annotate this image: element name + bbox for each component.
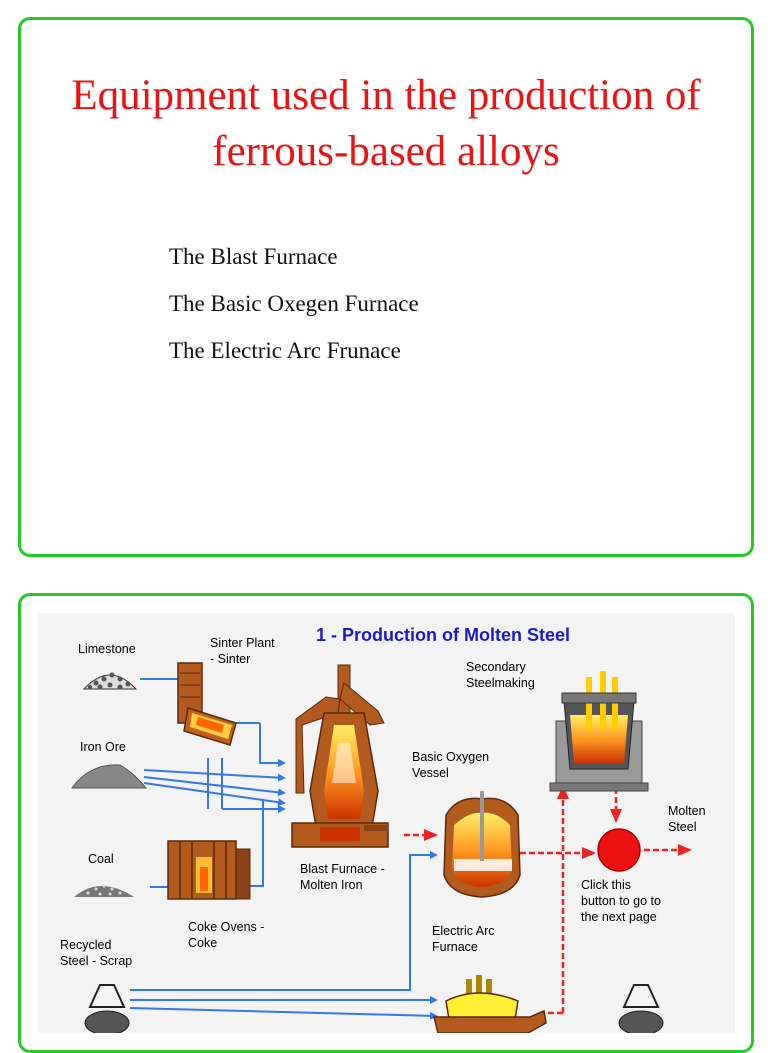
next-page-button[interactable] (597, 828, 641, 872)
label-molten-steel: Molten Steel (668, 803, 706, 835)
label-blast-line-1: Blast Furnace - (300, 862, 385, 876)
label-coke-ovens: Coke Ovens - Coke (188, 919, 264, 951)
label-sinter-line-1: Sinter Plant (210, 636, 275, 650)
label-secondary-line-2: Steelmaking (466, 676, 535, 690)
label-scrap-line-1: Recycled (60, 938, 112, 952)
label-secondary-line-1: Secondary (466, 660, 526, 674)
label-next-page-hint: Click this button to go to the next page (581, 877, 661, 925)
label-recycled-scrap: Recycled Steel - Scrap (60, 937, 132, 969)
scrap-magnet-icon-right (618, 984, 664, 1033)
steel-production-diagram: 1 - Production of Molten Steel Limestone… (38, 613, 735, 1033)
label-blast-line-2: Molten Iron (300, 878, 363, 892)
label-molten-line-1: Molten (668, 804, 706, 818)
coal-pile-icon (74, 884, 134, 897)
slide-title: Equipment used in the production of ferr… (21, 68, 751, 180)
label-bov-line-1: Basic Oxygen (412, 750, 490, 764)
list-item-electric-arc-furnace: The Electric Arc Frunace (169, 338, 401, 363)
list-item-blast-furnace: The Blast Furnace (169, 244, 338, 269)
label-molten-line-2: Steel (668, 820, 697, 834)
slide-title-line-2: ferrous-based alloys (212, 128, 560, 175)
diagram-graphics (71, 662, 692, 1033)
blast-furnace-icon (291, 664, 389, 848)
label-coke-line-2: Coke (188, 936, 218, 950)
label-limestone: Limestone (78, 642, 136, 656)
material-flow-lines (129, 678, 438, 1020)
coke-ovens-icon (167, 840, 251, 900)
list-item-basic-oxygen-furnace: The Basic Oxegen Furnace (169, 291, 419, 316)
label-sinter-line-2: - Sinter (210, 652, 251, 666)
electric-arc-furnace-icon (433, 975, 547, 1033)
basic-oxygen-vessel-icon (443, 791, 521, 898)
label-coal: Coal (88, 852, 114, 866)
label-sinter-plant: Sinter Plant - Sinter (210, 635, 275, 667)
slide-2: 1 - Production of Molten Steel Limestone… (18, 593, 754, 1053)
label-basic-oxygen-vessel: Basic Oxygen Vessel (412, 749, 489, 781)
slide-title-line-1: Equipment used in the production of (71, 72, 701, 119)
label-click-line-1: Click this (581, 878, 632, 892)
slide-1: Equipment used in the production of ferr… (18, 17, 754, 557)
molten-flow-lines (404, 770, 692, 1015)
label-eaf-line-2: Furnace (432, 940, 478, 954)
sinter-plant-icon (177, 662, 237, 746)
label-click-line-3: the next page (581, 910, 657, 924)
label-eaf-line-1: Electric Arc (432, 924, 495, 938)
label-coke-line-1: Coke Ovens - (188, 920, 265, 934)
limestone-pile-icon (82, 672, 138, 690)
label-electric-arc-furnace: Electric Arc Furnace (432, 923, 495, 955)
label-bov-line-2: Vessel (412, 766, 449, 780)
label-secondary-steelmaking: Secondary Steelmaking (466, 659, 535, 691)
label-click-line-2: button to go to (581, 894, 661, 908)
label-scrap-line-2: Steel - Scrap (60, 954, 133, 968)
scrap-magnet-icon (84, 984, 130, 1033)
secondary-steelmaking-icon (549, 671, 649, 792)
diagram-title: 1 - Production of Molten Steel (316, 625, 571, 645)
label-blast-furnace: Blast Furnace - Molten Iron (300, 861, 385, 893)
equipment-list: The Blast Furnace The Basic Oxegen Furna… (169, 244, 419, 385)
label-iron-ore: Iron Ore (80, 740, 126, 754)
iron-ore-pile-icon (71, 764, 148, 789)
